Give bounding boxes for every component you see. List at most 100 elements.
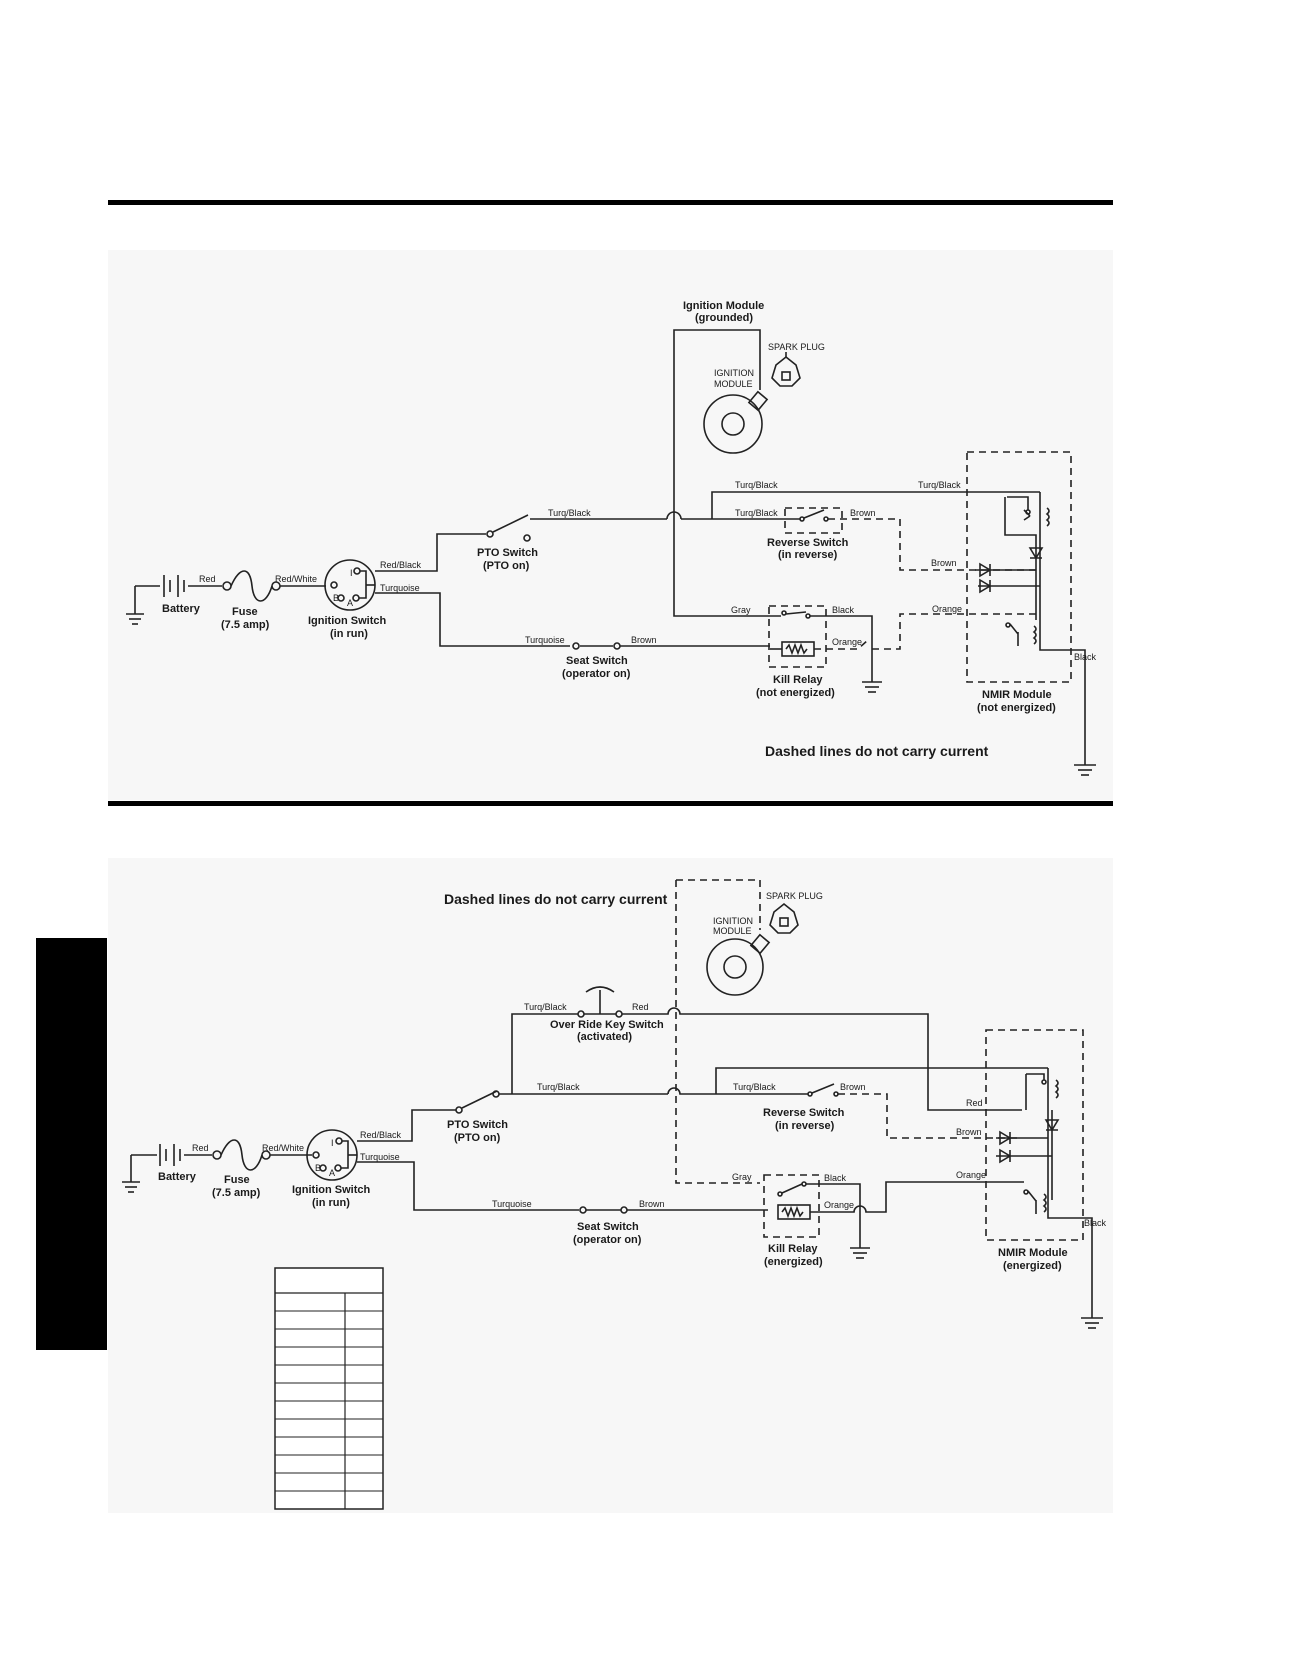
wire-red-label-2b: Red bbox=[632, 1002, 649, 1012]
kill-relay-state-2: (energized) bbox=[764, 1256, 823, 1268]
wire-turq-black-label-a: Turq/Black bbox=[548, 508, 591, 518]
wire-black-kill bbox=[810, 615, 873, 682]
wire-red-override bbox=[622, 1007, 1022, 1111]
battery-icon bbox=[163, 575, 222, 597]
ignition-module-icon bbox=[703, 390, 769, 454]
reverse-switch-label-2: Reverse Switch bbox=[763, 1107, 845, 1119]
wire-red-black-label: Red/Black bbox=[380, 560, 422, 570]
wire-red-black-2 bbox=[357, 1109, 456, 1142]
ign-module-text-2: MODULE bbox=[714, 379, 753, 389]
wire-turq-black-label-2b: Turq/Black bbox=[524, 1002, 567, 1012]
pto-switch-label-2: PTO Switch bbox=[447, 1119, 508, 1131]
wire-turquoise-label-2: Turquoise bbox=[360, 1152, 400, 1162]
ground-icon bbox=[862, 681, 882, 693]
wire-orange-label-a: Orange bbox=[832, 637, 862, 647]
ignition-module-ground-wire bbox=[673, 329, 761, 519]
wire-red-label: Red bbox=[199, 574, 216, 584]
ignition-switch-icon bbox=[324, 559, 376, 611]
wire-turq-black-label-2a: Turq/Black bbox=[537, 1082, 580, 1092]
reverse-switch-label: Reverse Switch bbox=[767, 537, 849, 549]
nmir-module-state: (not energized) bbox=[977, 702, 1056, 714]
spark-plug-icon bbox=[771, 352, 801, 387]
wire-orange-label-2b: Orange bbox=[956, 1170, 986, 1180]
wire-turquoise bbox=[375, 592, 570, 647]
wire-gray-label: Gray bbox=[731, 605, 751, 615]
wire-red-white-label: Red/White bbox=[275, 574, 317, 584]
pto-switch-icon bbox=[486, 514, 667, 542]
nmir-ground-icon-2 bbox=[1081, 1317, 1103, 1329]
kill-relay-state: (not energized) bbox=[756, 687, 835, 699]
override-switch-state: (activated) bbox=[577, 1031, 632, 1043]
battery-icon-2 bbox=[159, 1144, 212, 1166]
seat-switch-state: (operator on) bbox=[562, 668, 631, 680]
ground-icon-2 bbox=[850, 1247, 870, 1259]
empty-table bbox=[274, 1267, 384, 1510]
fuse-label-2: Fuse bbox=[224, 1174, 250, 1186]
wire-brown-label-2b: Brown bbox=[956, 1127, 982, 1137]
kill-relay-icon bbox=[770, 610, 815, 657]
wire-turq-black-label-c: Turq/Black bbox=[918, 480, 961, 490]
nmir-module-state-2: (energized) bbox=[1003, 1260, 1062, 1272]
top-divider bbox=[108, 200, 1113, 205]
ignition-switch-state-2: (in run) bbox=[312, 1197, 350, 1209]
pto-switch-icon-2 bbox=[455, 1090, 668, 1114]
wire-black-kill-2 bbox=[806, 1183, 861, 1248]
ignition-module-title: Ignition Module bbox=[683, 300, 764, 312]
reverse-switch-state-2: (in reverse) bbox=[775, 1120, 835, 1132]
ign-module-text-2b: MODULE bbox=[713, 926, 752, 936]
battery-ground-symbol bbox=[126, 585, 160, 625]
ignition-module-sub: (grounded) bbox=[695, 312, 753, 324]
kill-relay-box bbox=[768, 605, 827, 668]
wire-black-label-2b: Black bbox=[1084, 1218, 1107, 1228]
wire-brown-label-c: Brown bbox=[631, 635, 657, 645]
battery-ground-symbol-2 bbox=[122, 1154, 157, 1193]
battery-label: Battery bbox=[162, 603, 201, 615]
diagram2-note: Dashed lines do not carry current bbox=[444, 891, 668, 907]
nmir-module-box-2 bbox=[985, 1029, 1084, 1241]
wire-black-label-a: Black bbox=[832, 605, 855, 615]
battery-label-2: Battery bbox=[158, 1171, 197, 1183]
term-a-label-2: A bbox=[329, 1168, 335, 1178]
nmir-module-internals-2 bbox=[996, 1068, 1093, 1318]
term-a-label: A bbox=[347, 598, 353, 608]
nmir-module-internals bbox=[975, 492, 1086, 765]
term-b-label: B bbox=[333, 593, 339, 603]
term-i-label-2: I bbox=[331, 1138, 334, 1148]
wire-red-label-2: Red bbox=[192, 1143, 209, 1153]
ignition-switch-label: Ignition Switch bbox=[308, 615, 386, 627]
fuse-icon-2 bbox=[212, 1139, 312, 1171]
fuse-rating-label-2: (7.5 amp) bbox=[212, 1187, 261, 1199]
wire-turquoise-label-2b: Turquoise bbox=[492, 1199, 532, 1209]
spark-plug-icon-2 bbox=[769, 902, 799, 934]
term-i-label: I bbox=[350, 568, 353, 578]
wire-brown-label-2c: Brown bbox=[639, 1199, 665, 1209]
wire-orange-2 bbox=[810, 1181, 1024, 1213]
wire-black-label-2a: Black bbox=[824, 1173, 847, 1183]
kill-relay-box-2 bbox=[763, 1174, 820, 1238]
reverse-switch-state: (in reverse) bbox=[778, 549, 838, 561]
wire-turquoise-label: Turquoise bbox=[380, 583, 420, 593]
wire-red-black bbox=[375, 533, 486, 572]
wire-turq-black-label-b: Turq/Black bbox=[735, 480, 778, 490]
fuse-rating-label: (7.5 amp) bbox=[221, 619, 270, 631]
pto-state-label: (PTO on) bbox=[483, 560, 530, 572]
ignition-switch-label-2: Ignition Switch bbox=[292, 1184, 370, 1196]
nmir-module-box bbox=[966, 451, 1072, 683]
wire-brown-label-2a: Brown bbox=[840, 1082, 866, 1092]
wire-gray bbox=[673, 519, 781, 617]
wire-turquoise-2 bbox=[357, 1161, 579, 1211]
ign-module-text-1: IGNITION bbox=[714, 368, 754, 378]
seat-switch-icon bbox=[572, 642, 621, 650]
wire-brown-dashed-2 bbox=[838, 1093, 1022, 1139]
wire-brown-dashed bbox=[828, 518, 1040, 571]
fuse-label: Fuse bbox=[232, 606, 258, 618]
wire-black-label-b: Black bbox=[1074, 652, 1097, 662]
pto-state-label-2: (PTO on) bbox=[454, 1132, 501, 1144]
wire-orange-label-b: Orange bbox=[932, 604, 962, 614]
ignition-switch-icon-2 bbox=[306, 1129, 358, 1181]
nmir-module-label-2: NMIR Module bbox=[998, 1247, 1068, 1259]
diagram1-note: Dashed lines do not carry current bbox=[765, 743, 989, 759]
wire-red-white-label-2: Red/White bbox=[262, 1143, 304, 1153]
wire-override-turq-black bbox=[511, 1013, 578, 1094]
